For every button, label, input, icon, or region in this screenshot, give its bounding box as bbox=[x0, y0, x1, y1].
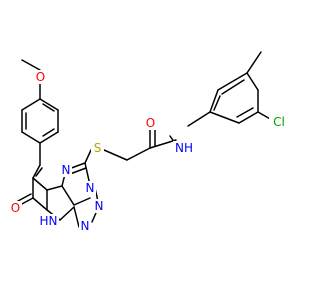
bond bbox=[32, 197, 48, 211]
label-backdrop bbox=[60, 163, 72, 177]
bond bbox=[59, 206, 75, 221]
label-backdrop bbox=[93, 199, 105, 213]
atom-symbol: N bbox=[49, 214, 58, 228]
atom-symbol: O bbox=[36, 70, 45, 84]
bond bbox=[209, 89, 219, 113]
atom-symbol: O bbox=[11, 201, 20, 215]
bond bbox=[246, 51, 262, 74]
bond bbox=[32, 164, 41, 179]
label-backdrop bbox=[79, 219, 91, 233]
bond bbox=[42, 103, 55, 112]
bond bbox=[84, 149, 92, 164]
atom-symbol: O bbox=[146, 116, 155, 130]
atom-label-layer: O NH S Cl O O N N bbox=[9, 70, 289, 233]
atom-symbol: H bbox=[39, 214, 48, 228]
bond bbox=[73, 206, 80, 228]
atom-chlorine: Cl bbox=[269, 115, 289, 129]
bond bbox=[46, 185, 63, 191]
atom-symbol: N bbox=[62, 163, 71, 177]
bond bbox=[32, 177, 48, 191]
atom-n-triazole-2: N bbox=[79, 219, 91, 233]
atom-n-triazole-1: N bbox=[93, 199, 105, 213]
molecule-structure: O NH S Cl O O N N bbox=[9, 51, 289, 233]
bond bbox=[209, 111, 240, 124]
bond bbox=[69, 167, 87, 175]
atom-symbol: S bbox=[94, 141, 102, 155]
bond bbox=[213, 95, 221, 111]
bond bbox=[149, 139, 177, 149]
bond bbox=[39, 98, 59, 111]
label-backdrop bbox=[144, 116, 157, 130]
bond bbox=[73, 197, 91, 206]
bond bbox=[221, 79, 245, 95]
atom-symbol: NH bbox=[175, 141, 193, 155]
bond bbox=[61, 185, 75, 206]
bond bbox=[21, 131, 41, 144]
bond bbox=[126, 147, 151, 161]
label-backdrop bbox=[173, 141, 195, 155]
bond bbox=[35, 167, 43, 177]
bond bbox=[42, 128, 55, 137]
atom-n-upper: N bbox=[60, 163, 72, 177]
atom-symbol: Cl bbox=[273, 115, 285, 129]
bond bbox=[238, 111, 259, 124]
atom-symbol: N bbox=[95, 199, 104, 213]
atom-n-bridge: N bbox=[84, 181, 96, 195]
bond bbox=[246, 72, 259, 91]
atom-ring-nh: H N bbox=[37, 214, 59, 228]
atom-methoxy-oxygen: O bbox=[34, 70, 47, 84]
bond bbox=[21, 59, 41, 71]
atom-ring-oxygen: O bbox=[9, 201, 22, 215]
label-backdrop bbox=[84, 181, 96, 195]
bond bbox=[21, 98, 41, 111]
bond bbox=[17, 193, 32, 202]
label-backdrop bbox=[34, 70, 47, 84]
label-backdrop bbox=[91, 141, 104, 155]
bond bbox=[187, 111, 211, 127]
atom-symbol: N bbox=[81, 219, 90, 233]
bond bbox=[19, 197, 34, 206]
bond bbox=[39, 131, 59, 144]
label-backdrop bbox=[269, 115, 289, 129]
bond-layer bbox=[17, 51, 273, 228]
label-backdrop bbox=[9, 201, 22, 215]
bond bbox=[103, 149, 128, 161]
label-backdrop bbox=[37, 214, 59, 228]
atom-carbonyl-oxygen: O bbox=[144, 116, 157, 130]
bond bbox=[236, 107, 254, 118]
bond bbox=[217, 72, 248, 91]
atom-amide-nh: NH bbox=[173, 141, 195, 155]
atom-sulfur: S bbox=[91, 141, 104, 155]
atom-symbol: N bbox=[86, 181, 95, 195]
